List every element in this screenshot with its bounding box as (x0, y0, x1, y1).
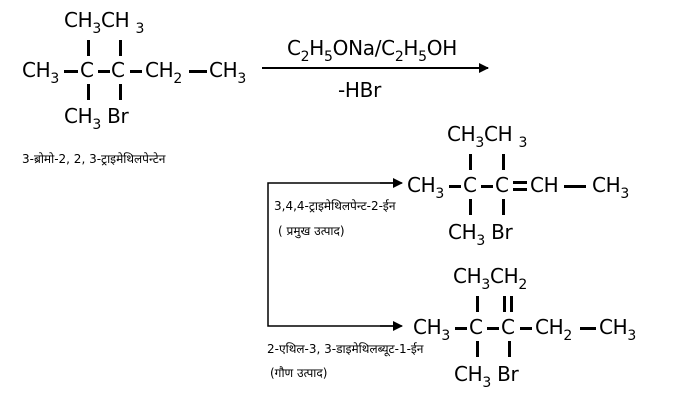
minor-bond-bottom-c3 (476, 341, 479, 357)
major-bond-1 (449, 185, 461, 188)
major-bottom-substituents: CH3 Br (448, 220, 513, 249)
minor-bottom-substituents: CH3 Br (454, 362, 519, 391)
reactant-top-substituents: CH3CH 3 (64, 8, 145, 37)
minor-product-name: 2-एथिल-3, 3-डाइमेथिलब्यूट-1-ईन (267, 342, 424, 356)
reactant-c2: C (80, 58, 94, 82)
major-bond-top-c4 (469, 154, 472, 170)
reactant-name: 3-ब्रोमो-2, 2, 3-ट्राइमेथिलपेन्टेन (22, 152, 166, 166)
reagent-label: C2H5ONa/C2H5OH (287, 36, 457, 65)
major-ch: CH (530, 173, 559, 197)
minor-bond-1 (455, 327, 467, 330)
major-double-bond-top (513, 181, 527, 184)
minor-top-substituents: CH3CH2 (453, 264, 528, 293)
reactant-ch3-end: CH3 (209, 58, 247, 87)
minor-ch3-start: CH3 (413, 315, 451, 344)
reactant-chain: CH3 (22, 58, 60, 87)
major-c4: C (463, 173, 477, 197)
major-bond-bottom-c3 (502, 199, 505, 215)
reactant-bond-2 (98, 70, 110, 73)
minor-bond-bottom-c2 (508, 341, 511, 357)
major-top-substituents: CH3CH 3 (447, 122, 528, 151)
minor-bond-top-c3 (476, 296, 479, 312)
reactant-bond-bottom-c3 (119, 84, 122, 100)
reactant-ch2: CH2 (145, 58, 183, 87)
minor-bond-2 (487, 327, 499, 330)
minor-c2: C (501, 315, 515, 339)
reactant-bond-bottom-c2 (87, 84, 90, 100)
reactant-bottom-substituents: CH3 Br (64, 104, 129, 133)
byproduct-label: -HBr (338, 78, 381, 102)
minor-ch3-end: CH3 (599, 315, 637, 344)
reactant-bond-3 (130, 70, 142, 73)
major-c3: C (495, 173, 509, 197)
major-double-bond-bottom (513, 188, 527, 191)
reactant-c3: C (111, 58, 125, 82)
reactant-bond-1 (64, 70, 78, 73)
minor-double-bond-right (510, 296, 513, 312)
major-bond-3 (564, 185, 586, 188)
minor-product-note: (गौण उत्पाद) (270, 366, 328, 380)
reactant-bond-4 (189, 70, 207, 73)
reactant-bond-top-c2 (87, 40, 90, 56)
major-product-note: ( प्रमुख उत्पाद) (278, 224, 345, 238)
minor-bond-3 (520, 327, 532, 330)
major-ch3-start: CH3 (407, 173, 445, 202)
minor-double-bond-left (503, 296, 506, 312)
minor-bond-4 (580, 327, 596, 330)
major-product-name: 3,4,4-ट्राइमेथिलपेन्ट-2-ईन (274, 199, 396, 213)
major-bond-top-c3 (502, 154, 505, 170)
minor-ch2: CH2 (535, 315, 573, 344)
major-bond-bottom-c4 (469, 199, 472, 215)
minor-c3: C (469, 315, 483, 339)
branch-connector (267, 182, 400, 327)
reactant-bond-top-c3 (119, 40, 122, 56)
major-ch3-end: CH3 (592, 173, 630, 202)
major-bond-2 (481, 185, 493, 188)
